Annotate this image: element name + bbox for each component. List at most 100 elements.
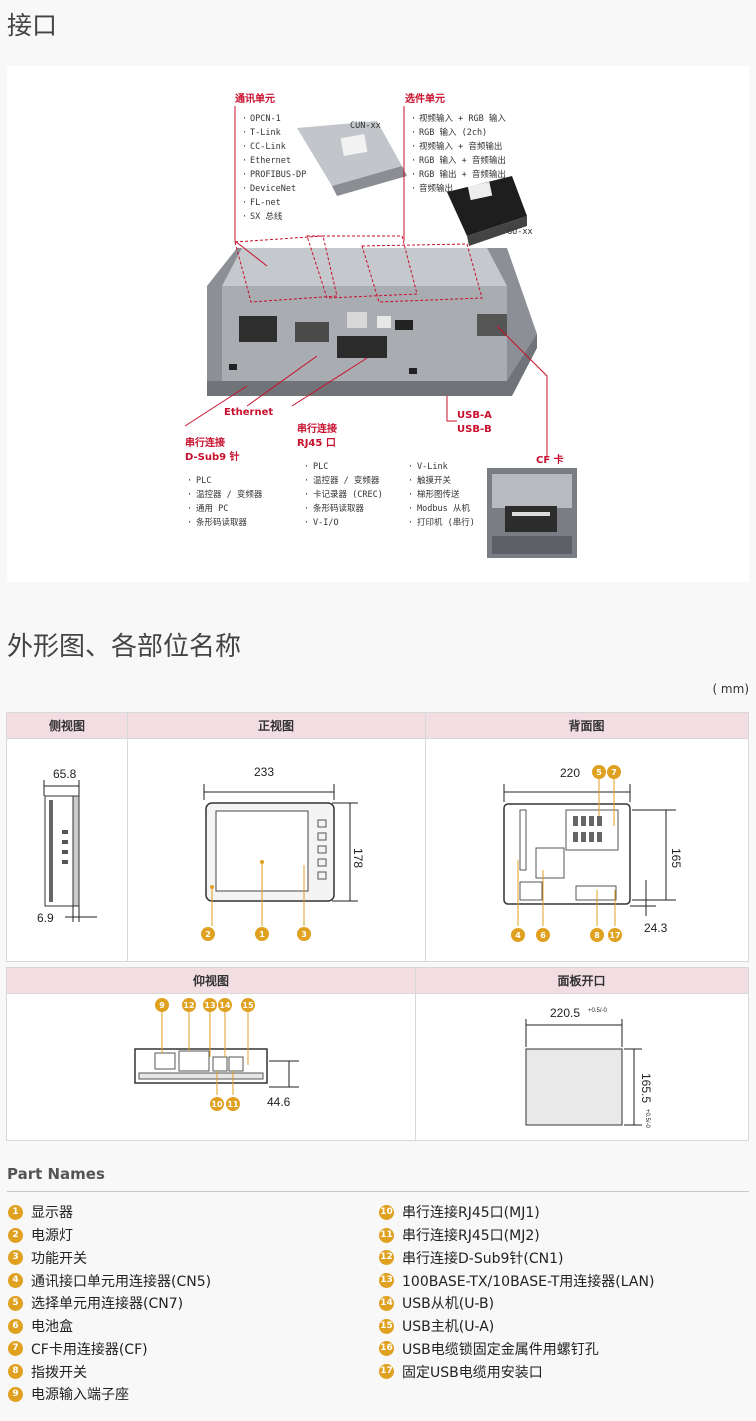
list-item: 11 串行连接RJ45口(MJ2) xyxy=(379,1224,654,1247)
comm-unit-model: CUN-xx xyxy=(350,121,381,131)
number-badge: 17 xyxy=(379,1364,394,1380)
svg-text:·: · xyxy=(411,128,416,138)
svg-text:·: · xyxy=(187,504,192,514)
serial-rj45-item: V-Link xyxy=(417,462,448,472)
number-badge: 6 xyxy=(8,1318,23,1334)
callout-badge: 10 xyxy=(211,1100,223,1109)
svg-text:·: · xyxy=(242,170,247,180)
list-item: 5 选择单元用连接器(CN7) xyxy=(8,1292,211,1315)
serial-dsub-item: 条形码读取器 xyxy=(196,517,248,528)
part-name: 100BASE-TX/10BASE-T用连接器(LAN) xyxy=(402,1273,655,1290)
number-badge: 14 xyxy=(379,1295,394,1311)
back-view-drawing: 220 165 24.3 5 7 4 6 8 xyxy=(503,765,683,942)
comm-unit-item: T-Link xyxy=(250,128,281,138)
comm-unit-item: FL-net xyxy=(250,198,281,208)
number-badge: 11 xyxy=(379,1227,394,1243)
callout-badge: 3 xyxy=(301,930,307,939)
serial-dsub-item: 温控器 / 变频器 xyxy=(196,489,263,500)
part-name: USB从机(U-B) xyxy=(402,1296,495,1313)
list-item: 13 100BASE-TX/10BASE-T用连接器(LAN) xyxy=(379,1269,654,1292)
part-name: USB电缆锁固定金属件用螺钉孔 xyxy=(402,1341,599,1358)
comm-unit-list: ·OPCN-1 ·T-Link ·CC-Link ·Ethernet ·PROF… xyxy=(242,114,306,222)
number-badge: 13 xyxy=(379,1273,394,1289)
serial-dsub-item: 通用 PC xyxy=(196,503,228,514)
svg-text:·: · xyxy=(408,504,413,514)
part-name: 电源输入端子座 xyxy=(31,1387,129,1404)
header-bottom-view: 仰视图 xyxy=(7,968,415,994)
number-badge: 4 xyxy=(8,1273,23,1289)
comm-unit-item: CC-Link xyxy=(250,142,286,152)
list-item: 1 显示器 xyxy=(8,1201,211,1224)
part-name: 显示器 xyxy=(31,1205,73,1222)
callout-badge: 15 xyxy=(242,1001,254,1010)
callout-badge: 2 xyxy=(205,930,211,939)
comm-unit-title: 通讯单元 xyxy=(235,92,275,105)
option-unit-illustration xyxy=(447,176,527,246)
dimension-table-top: 侧视图 正视图 背面图 65.8 6.9 233 178 xyxy=(6,712,749,962)
svg-text:·: · xyxy=(408,476,413,486)
front-height: 178 xyxy=(351,848,365,868)
front-width: 233 xyxy=(254,765,274,779)
section-title-interface: 接口 xyxy=(7,11,58,40)
side-depth: 6.9 xyxy=(37,911,54,925)
side-view-drawing: 65.8 6.9 xyxy=(37,767,97,925)
number-badge: 15 xyxy=(379,1318,394,1334)
callout-badge: 17 xyxy=(609,931,620,940)
option-unit-list: ·视频输入 + RGB 输入 ·RGB 输入 (2ch) ·视频输入 + 音频输… xyxy=(411,113,506,194)
svg-text:·: · xyxy=(304,518,309,528)
side-width: 65.8 xyxy=(53,767,77,781)
callout-badge: 12 xyxy=(183,1001,194,1010)
part-name: 固定USB电缆用安装口 xyxy=(402,1364,543,1381)
option-unit-title: 选件单元 xyxy=(405,92,445,105)
part-name: 串行连接RJ45口(MJ2) xyxy=(402,1228,540,1245)
part-name: CF卡用连接器(CF) xyxy=(31,1341,148,1358)
interface-figure: 通讯单元 CUN-xx ·OPCN-1 ·T-Link ·CC-Link ·Et… xyxy=(7,66,749,582)
bottom-view-drawing: 44.6 9 12 13 14 15 10 11 xyxy=(134,998,299,1111)
front-view-drawing: 233 178 2 1 3 xyxy=(201,765,365,941)
comm-unit-item: OPCN-1 xyxy=(250,114,281,124)
comm-unit-illustration xyxy=(297,121,407,196)
usb-a-label: USB-A xyxy=(457,410,492,421)
serial-rj45-item: 梯形图传送 xyxy=(417,489,460,500)
svg-text:·: · xyxy=(187,476,192,486)
serial-rj45-item: 打印机 (串行) xyxy=(417,517,475,528)
serial-dsub-list: ·PLC ·温控器 / 变频器 ·通用 PC ·条形码读取器 xyxy=(187,476,263,528)
option-unit-model: GU-xx xyxy=(507,227,533,237)
panel-cutout-drawing: 220.5 +0.5/-0 165.5 +0.5/-0 xyxy=(525,1006,653,1129)
part-names-title: Part Names xyxy=(7,1165,105,1183)
callout-badge: 7 xyxy=(611,768,617,777)
option-unit-item: 视频输入 + 音频输出 xyxy=(419,141,502,152)
number-badge: 3 xyxy=(8,1250,23,1266)
serial-rj45-item: PLC xyxy=(313,462,328,472)
part-name: 通讯接口单元用连接器(CN5) xyxy=(31,1273,212,1290)
serial-rj45-item: 条形码读取器 xyxy=(313,503,365,514)
option-unit-item: 音频输出 xyxy=(419,183,453,194)
part-name: 串行连接D-Sub9针(CN1) xyxy=(402,1250,564,1267)
svg-text:·: · xyxy=(411,142,416,152)
serial-rj45-item: V-I/O xyxy=(313,518,339,528)
callout-badge: 1 xyxy=(259,930,265,939)
back-height: 165 xyxy=(669,848,683,868)
part-name: 指拨开关 xyxy=(31,1364,87,1381)
svg-text:·: · xyxy=(408,490,413,500)
number-badge: 1 xyxy=(8,1204,23,1220)
number-badge: 10 xyxy=(379,1204,394,1220)
cf-card-illustration xyxy=(487,468,577,558)
svg-text:·: · xyxy=(242,142,247,152)
list-item: 14 USB从机(U-B) xyxy=(379,1292,654,1315)
list-item: 8 指拨开关 xyxy=(8,1360,211,1383)
part-name: 选择单元用连接器(CN7) xyxy=(31,1296,184,1313)
number-badge: 8 xyxy=(8,1364,23,1380)
serial-rj45-subtitle: RJ45 口 xyxy=(297,438,336,449)
number-badge: 5 xyxy=(8,1295,23,1311)
svg-text:·: · xyxy=(411,170,416,180)
serial-dsub-subtitle: D-Sub9 针 xyxy=(185,450,240,463)
section-title-outline: 外形图、各部位名称 xyxy=(7,632,242,662)
header-back-view: 背面图 xyxy=(425,713,748,739)
callout-badge: 6 xyxy=(540,931,546,940)
number-badge: 9 xyxy=(8,1386,23,1402)
